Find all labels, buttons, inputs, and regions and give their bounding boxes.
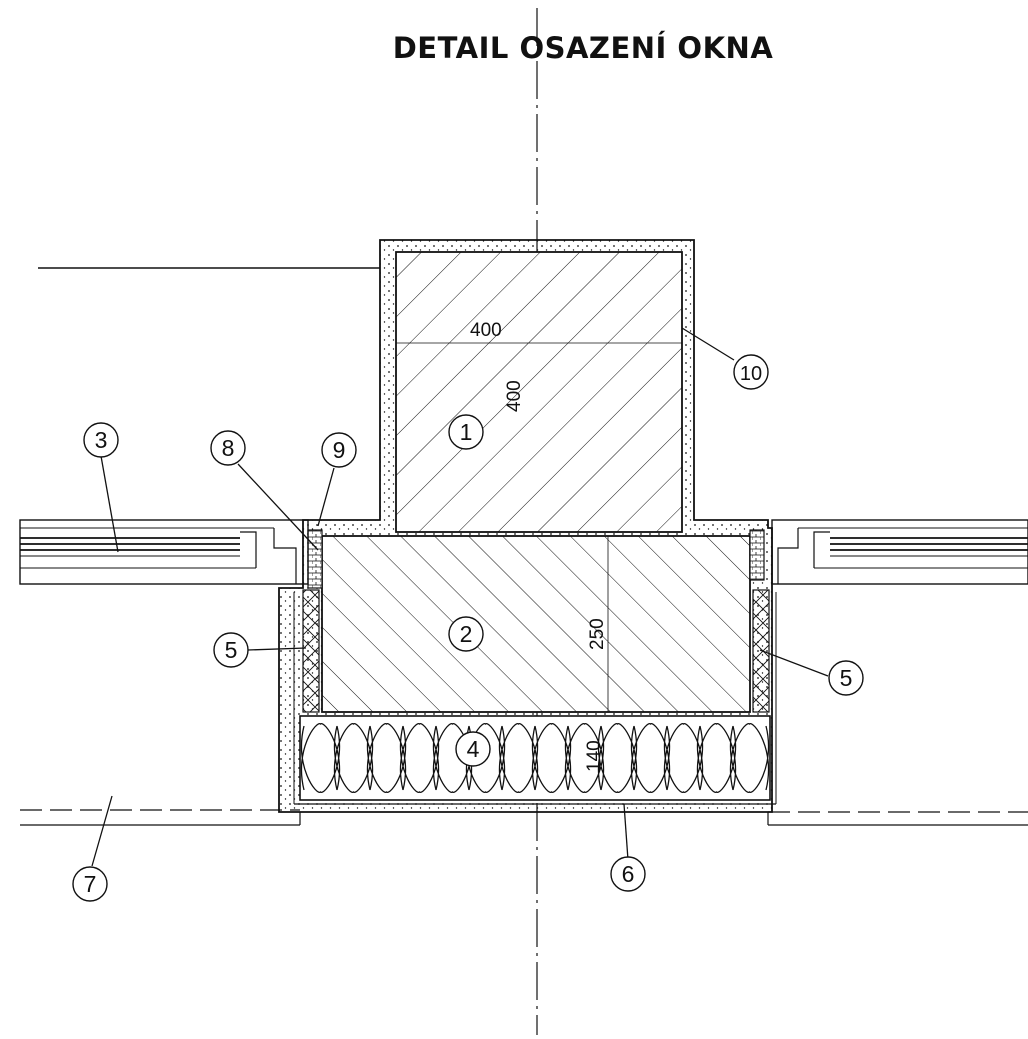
- svg-text:5: 5: [225, 637, 238, 663]
- svg-text:10: 10: [740, 363, 762, 385]
- callout-1: 1: [448, 414, 484, 450]
- lintel-beam-hatch: [322, 536, 750, 712]
- dimension-block-height: 400: [504, 380, 525, 412]
- callout-9: 9: [321, 432, 357, 468]
- callout-10: 10: [733, 354, 769, 390]
- callout-7: 7: [72, 866, 108, 902]
- insulation-wave-path: [300, 723, 770, 793]
- dimension-beam-height: 250: [587, 618, 608, 650]
- callout-3: 3: [83, 422, 119, 458]
- callout-2: 2: [448, 616, 484, 652]
- side-insulation-left: [302, 589, 320, 713]
- callout-4: 4: [455, 731, 491, 767]
- dimension-insulation: 140: [584, 740, 605, 772]
- window-frame-right: [771, 519, 1028, 585]
- svg-text:2: 2: [460, 621, 473, 647]
- dimension-block-width: 400: [470, 320, 502, 341]
- callout-5-right: 5: [828, 660, 864, 696]
- svg-text:9: 9: [333, 437, 346, 463]
- svg-text:7: 7: [84, 871, 97, 897]
- seal-right: [749, 529, 765, 581]
- leader-lines: [91, 327, 829, 867]
- svg-text:3: 3: [95, 427, 108, 453]
- svg-text:8: 8: [222, 435, 235, 461]
- svg-text:6: 6: [622, 861, 635, 887]
- seal-left: [307, 529, 323, 589]
- svg-text:5: 5: [840, 665, 853, 691]
- callout-8: 8: [210, 430, 246, 466]
- insulation-waves: [300, 723, 770, 793]
- svg-text:4: 4: [467, 736, 480, 762]
- column-block-hatch: [396, 252, 682, 532]
- svg-text:1: 1: [460, 419, 473, 445]
- drawing-title: DETAIL OSAZENÍ OKNA: [393, 31, 774, 65]
- callout-5-left: 5: [213, 632, 249, 668]
- callout-6: 6: [610, 856, 646, 892]
- window-frame-left: [19, 519, 309, 585]
